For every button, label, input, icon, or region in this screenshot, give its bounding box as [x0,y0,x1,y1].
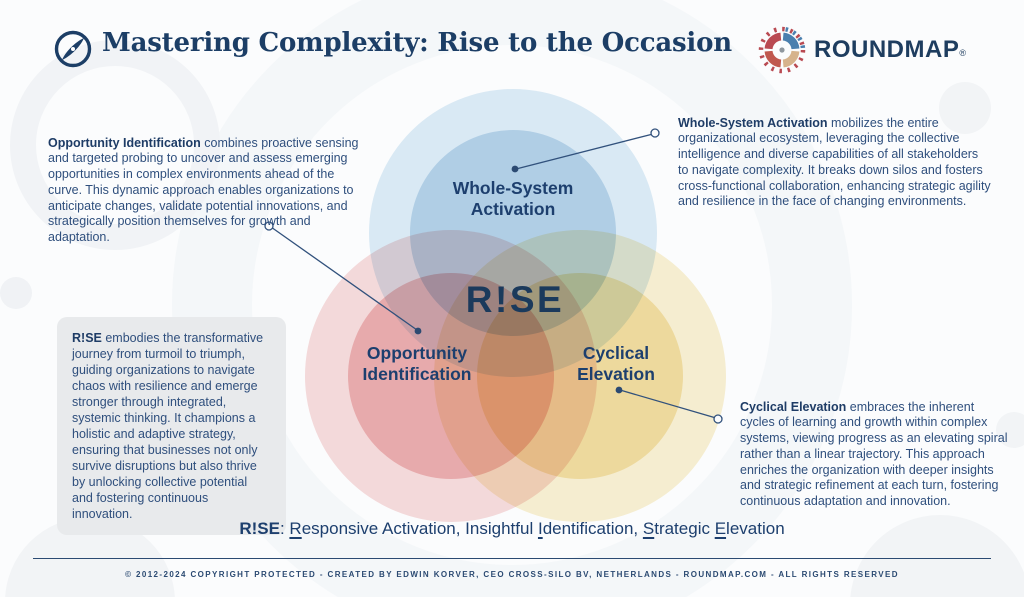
tagline-acronym: R!SE [239,519,280,538]
annotation-lead: Cyclical Elevation [740,399,847,414]
tagline-text: trategic [654,519,715,538]
annotation-lead: Whole-System Activation [678,115,828,130]
annotation-body: mobilizes the entire organizational ecos… [678,115,991,209]
label-line: Whole-System [452,178,574,198]
annotation-cyclical-elevation: Cyclical Elevation embraces the inherent… [740,400,1012,510]
annotation-body: embraces the inherent cycles of learning… [740,399,1008,509]
roundmap-rosette-icon [758,26,806,74]
annotation-lead: R!SE [72,330,102,345]
roundmap-logo-text: ROUNDMAP [814,36,960,63]
tagline-text: dentification, [542,519,643,538]
label-line: Cyclical [582,343,650,363]
label-line: Activation [470,198,556,219]
roundmap-logo: ROUNDMAP ® [758,26,966,74]
label-opportunity-identification: Opportunity Identification [363,343,472,384]
annotation-body: embodies the transformative journey from… [72,330,264,521]
registered-trademark: ® [959,48,966,58]
tagline: R!SE: Responsive Activation, Insightful … [0,519,1024,539]
footer-copyright: © 2012-2024 COPYRIGHT PROTECTED - CREATE… [125,570,899,579]
compass-icon [52,28,94,70]
page-title: Mastering Complexity: Rise to the Occasi… [102,28,732,58]
annotation-rise: R!SE embodies the transformative journey… [57,316,286,535]
footer-divider [33,558,991,559]
tagline-underline: I [537,519,543,538]
label-line: Identification [362,363,472,384]
tagline-text: levation [726,519,785,538]
tagline-underline: S [642,519,655,538]
label-line: Elevation [577,363,655,384]
label-cyclical-elevation: Cyclical Elevation [577,343,655,384]
label-line: Opportunity [366,343,468,363]
label-whole-system-activation: Whole-System Activation [453,178,574,219]
annotation-lead: Opportunity Identification [48,135,201,150]
venn-circle-elevation-inner [477,273,683,479]
tagline-text: esponsive Activation, Insightful [301,519,538,538]
annotation-body: combines proactive sensing and targeted … [48,135,359,245]
tagline-separator: : [279,519,290,538]
annotation-opportunity-identification: Opportunity Identification combines proa… [48,136,366,246]
tagline-underline: E [714,519,727,538]
tagline-underline: R [289,519,302,538]
rise-wordmark: R!SE [465,279,565,320]
annotation-whole-system-activation: Whole-System Activation mobilizes the en… [678,116,992,211]
